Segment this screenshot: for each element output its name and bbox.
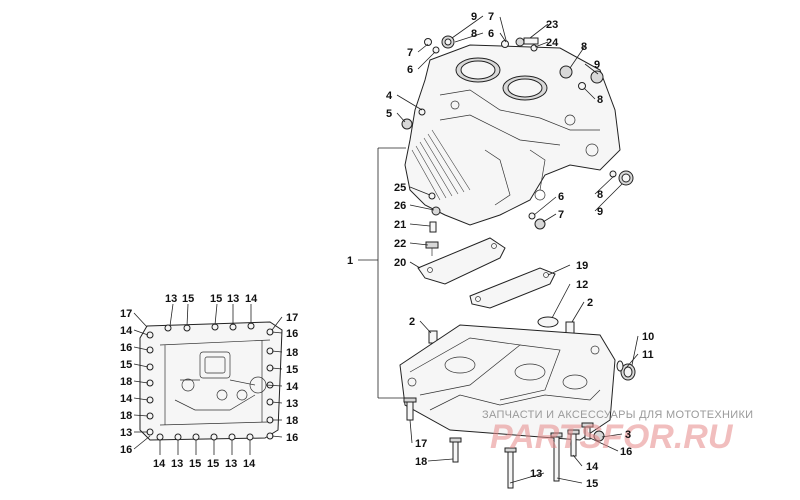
callout-13a: 13 <box>530 468 542 480</box>
inset-callout-18b: 18 <box>120 376 132 388</box>
callout-21: 21 <box>394 219 406 231</box>
plug-part-lower-right <box>528 212 546 230</box>
callout-8b: 8 <box>581 41 587 53</box>
plug-part-top-right <box>559 65 604 90</box>
inset-callout-15a: 15 <box>182 293 194 305</box>
lower-crankcase <box>399 324 616 441</box>
callout-9: 9 <box>471 11 477 23</box>
callout-6c: 6 <box>558 191 564 203</box>
inset-callout-14f: 14 <box>243 458 256 470</box>
drain-plug-10-11 <box>616 360 636 381</box>
callout-1: 1 <box>347 255 353 267</box>
inset-callout-13d: 13 <box>120 427 132 439</box>
inset-callout-16c: 16 <box>120 444 132 456</box>
inset-callout-13f: 13 <box>225 458 237 470</box>
inset-callout-13a: 13 <box>165 293 177 305</box>
callout-4: 4 <box>386 90 393 102</box>
inset-callout-14e: 14 <box>153 458 166 470</box>
plug-part-top-left <box>424 35 455 54</box>
inset-callout-14d: 14 <box>286 381 299 393</box>
callout-9b: 9 <box>594 59 600 71</box>
callout-8: 8 <box>471 28 477 40</box>
plug-part-side-right <box>609 170 634 186</box>
callout-15a: 15 <box>586 478 598 490</box>
callout-6: 6 <box>488 28 494 40</box>
inset-callout-16d: 16 <box>286 432 298 444</box>
callout-5: 5 <box>386 108 392 120</box>
callout-23: 23 <box>546 19 558 31</box>
callout-10: 10 <box>642 331 654 343</box>
inset-callout-13c: 13 <box>286 398 298 410</box>
callout-12: 12 <box>576 279 588 291</box>
callout-2a: 2 <box>587 297 593 309</box>
inset-callout-15e: 15 <box>189 458 201 470</box>
callouts-main: 9 7 23 24 8 6 7 6 8 9 8 4 5 25 26 21 22 … <box>347 11 654 490</box>
callout-9c: 9 <box>597 206 603 218</box>
callout-1-bracket <box>358 147 406 399</box>
inset-callout-18c: 18 <box>120 410 132 422</box>
inset-callout-15f: 15 <box>207 458 219 470</box>
watermark-brand: PARTSFOR.RU <box>490 418 734 456</box>
inset-callout-16b: 16 <box>120 342 132 354</box>
inset-callout-17b: 17 <box>286 312 298 324</box>
o-ring-12 <box>537 316 559 328</box>
inset-callout-15d: 15 <box>286 364 298 376</box>
callout-8d: 8 <box>597 189 603 201</box>
inset-callout-17a: 17 <box>120 308 132 320</box>
inset-callout-14a: 14 <box>245 293 258 305</box>
callout-26: 26 <box>394 200 406 212</box>
long-bolts <box>403 397 605 489</box>
inset-callout-15b: 15 <box>210 293 222 305</box>
inset-callout-18a: 18 <box>286 347 298 359</box>
callout-18a: 18 <box>415 456 427 468</box>
watermark-tagline: ЗАПЧАСТИ И АКСЕССУАРЫ ДЛЯ МОТОТЕХНИКИ <box>482 409 753 421</box>
callouts-inset: 13 15 15 13 14 17 17 14 16 16 15 18 18 1… <box>120 293 299 470</box>
inset-callout-15c: 15 <box>120 359 132 371</box>
gasket-20 <box>417 237 506 285</box>
inset-callout-13e: 13 <box>171 458 183 470</box>
inset-callout-13b: 13 <box>227 293 239 305</box>
callout-11: 11 <box>642 349 654 361</box>
callout-3: 3 <box>625 429 631 441</box>
callout-24: 24 <box>546 37 559 49</box>
callout-25: 25 <box>394 182 406 194</box>
callout-2b: 2 <box>409 316 415 328</box>
callout-22: 22 <box>394 238 406 250</box>
gasket-19 <box>469 267 556 309</box>
callout-8c: 8 <box>597 94 603 106</box>
inset-bottom-view <box>139 321 283 441</box>
callout-7: 7 <box>488 11 494 23</box>
callout-20: 20 <box>394 257 406 269</box>
watermark: PARTSFOR.RU ЗАПЧАСТИ И АКСЕССУАРЫ ДЛЯ МО… <box>482 409 753 456</box>
bolt-part-25-22 <box>425 192 441 256</box>
upper-crankcase <box>404 44 621 226</box>
inset-callout-18d: 18 <box>286 415 298 427</box>
callout-6b: 6 <box>407 64 413 76</box>
inset-callout-14c: 14 <box>120 393 133 405</box>
callout-17a: 17 <box>415 438 427 450</box>
leader-lines <box>133 15 639 484</box>
callout-19: 19 <box>576 260 588 272</box>
callout-16a: 16 <box>620 446 632 458</box>
callout-7c: 7 <box>558 209 564 221</box>
inset-callout-14b: 14 <box>120 325 133 337</box>
callout-14a: 14 <box>586 461 599 473</box>
callout-7b: 7 <box>407 47 413 59</box>
inset-callout-16a: 16 <box>286 328 298 340</box>
